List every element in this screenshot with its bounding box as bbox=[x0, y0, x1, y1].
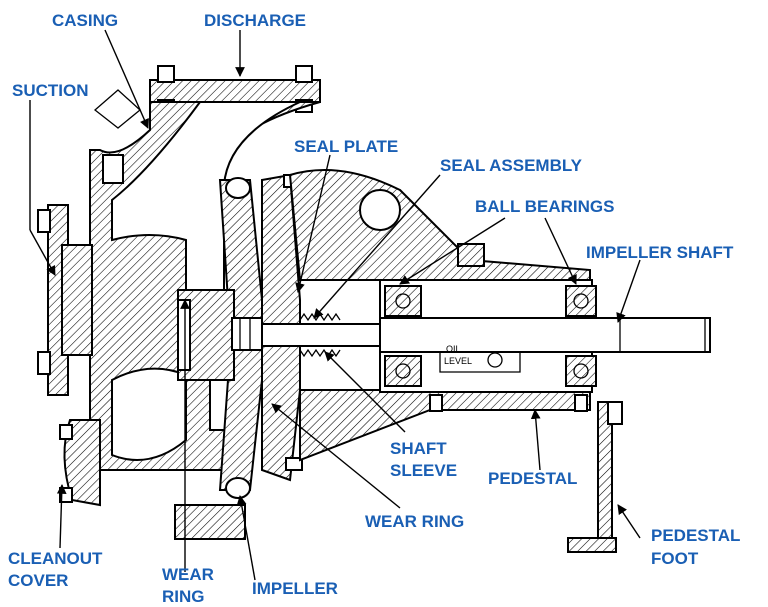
ball-bearing-outboard-bottom bbox=[565, 355, 597, 387]
discharge-passage bbox=[111, 101, 301, 291]
cover-bolt bbox=[59, 424, 73, 440]
label-cleanout-cover-line1: CLEANOUT bbox=[8, 549, 103, 568]
casing-foot bbox=[174, 504, 246, 540]
shaft-inner bbox=[261, 323, 383, 347]
breather-cap bbox=[457, 243, 485, 267]
suction-inlet bbox=[61, 244, 93, 356]
leader-shaft-sleeve bbox=[324, 351, 406, 433]
discharge-flange bbox=[149, 79, 321, 103]
pedestal-foot bbox=[567, 401, 623, 553]
seal-plate-bolt bbox=[285, 457, 303, 471]
wear-ring-front bbox=[177, 299, 191, 371]
shaft-keyway bbox=[620, 317, 706, 353]
lower-passage bbox=[111, 367, 187, 461]
leader-impeller-shaft bbox=[616, 259, 641, 323]
label-wear-ring-bottom-line2: RING bbox=[162, 587, 205, 606]
label-wear-ring-right: WEAR RING bbox=[365, 512, 464, 531]
label-impeller: IMPELLER bbox=[252, 579, 338, 598]
label-pedestal: PEDESTAL bbox=[488, 469, 577, 488]
leader-seal-assembly bbox=[313, 174, 441, 319]
label-wear-ring-bottom-line1: WEAR bbox=[162, 565, 214, 584]
shaft-main bbox=[379, 317, 711, 353]
impeller-nut bbox=[231, 317, 265, 351]
label-pedestal-foot-line2: FOOT bbox=[651, 549, 699, 568]
label-discharge: DISCHARGE bbox=[204, 11, 306, 30]
seal-spring-top bbox=[299, 312, 341, 322]
ball-bearing-inboard-top bbox=[384, 285, 422, 317]
leader-casing bbox=[104, 29, 149, 129]
pedestal-foot-bolt bbox=[607, 401, 623, 425]
flange-bolt bbox=[295, 65, 313, 83]
label-impeller-shaft: IMPELLER SHAFT bbox=[586, 243, 734, 262]
leader-suction bbox=[29, 229, 56, 276]
label-pedestal-foot-line1: PEDESTAL bbox=[651, 526, 740, 545]
leader-impeller bbox=[236, 495, 256, 581]
flange-bolt bbox=[157, 65, 175, 83]
ball-bearing-outboard-top bbox=[565, 285, 597, 317]
leader-seal-plate bbox=[295, 154, 331, 293]
leader-ball-bearings-1 bbox=[399, 217, 506, 285]
leader-pedestal-foot bbox=[617, 504, 641, 539]
label-ball-bearings: BALL BEARINGS bbox=[475, 197, 614, 216]
suction-bolt bbox=[37, 209, 51, 233]
casing-body bbox=[37, 65, 321, 540]
leader-wear-ring-right bbox=[271, 403, 401, 509]
label-suction: SUCTION bbox=[12, 81, 89, 100]
label-seal-plate: SEAL PLATE bbox=[294, 137, 398, 156]
leader-pedestal bbox=[530, 409, 541, 471]
pedestal-bolt bbox=[429, 394, 443, 412]
label-shaft-sleeve-line1: SHAFT bbox=[390, 439, 447, 458]
pedestal-bolt bbox=[574, 394, 588, 412]
ball-bearing-inboard-bottom bbox=[384, 355, 422, 387]
oil-level-text-line2: LEVEL bbox=[444, 356, 472, 366]
label-shaft-sleeve-line2: SLEEVE bbox=[390, 461, 457, 480]
suction-bolt bbox=[37, 351, 51, 375]
leader-ball-bearings-2 bbox=[544, 217, 577, 285]
pedestal-opening bbox=[359, 189, 401, 231]
label-casing: CASING bbox=[52, 11, 118, 30]
seal-spring-bottom bbox=[299, 348, 341, 358]
label-seal-assembly: SEAL ASSEMBLY bbox=[440, 156, 583, 175]
oil-level-text-line1: OIL bbox=[446, 344, 461, 354]
pedestal-foot-base bbox=[567, 537, 617, 553]
impeller-tip-bottom bbox=[225, 477, 251, 499]
impeller-tip-top bbox=[225, 177, 251, 199]
label-cleanout-cover-line2: COVER bbox=[8, 571, 68, 590]
impeller-shaft bbox=[261, 312, 711, 358]
leader-cleanout-cover bbox=[56, 484, 67, 549]
leader-lines bbox=[29, 29, 641, 581]
priming-plug bbox=[102, 154, 124, 184]
